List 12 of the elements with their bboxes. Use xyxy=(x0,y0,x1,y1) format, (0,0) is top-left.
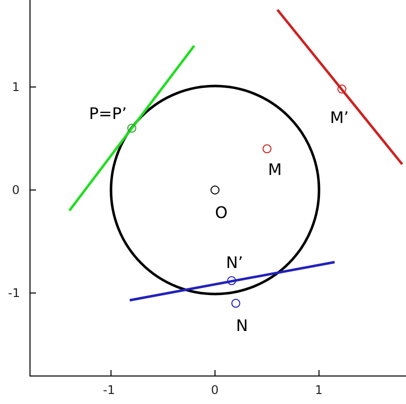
point-label: M xyxy=(268,162,282,178)
point-label: N’ xyxy=(226,255,244,271)
point-label: N xyxy=(236,318,248,334)
tick-label: 1 xyxy=(315,384,323,396)
tick-label: -1 xyxy=(8,287,20,299)
tick-label: 0 xyxy=(211,384,219,396)
tick-label: -1 xyxy=(103,384,115,396)
point-label: M’ xyxy=(330,110,349,126)
point-label: P=P’ xyxy=(89,106,127,122)
tick-label: 0 xyxy=(12,184,20,196)
point-label: O xyxy=(215,205,228,221)
tick-label: 1 xyxy=(12,81,20,93)
